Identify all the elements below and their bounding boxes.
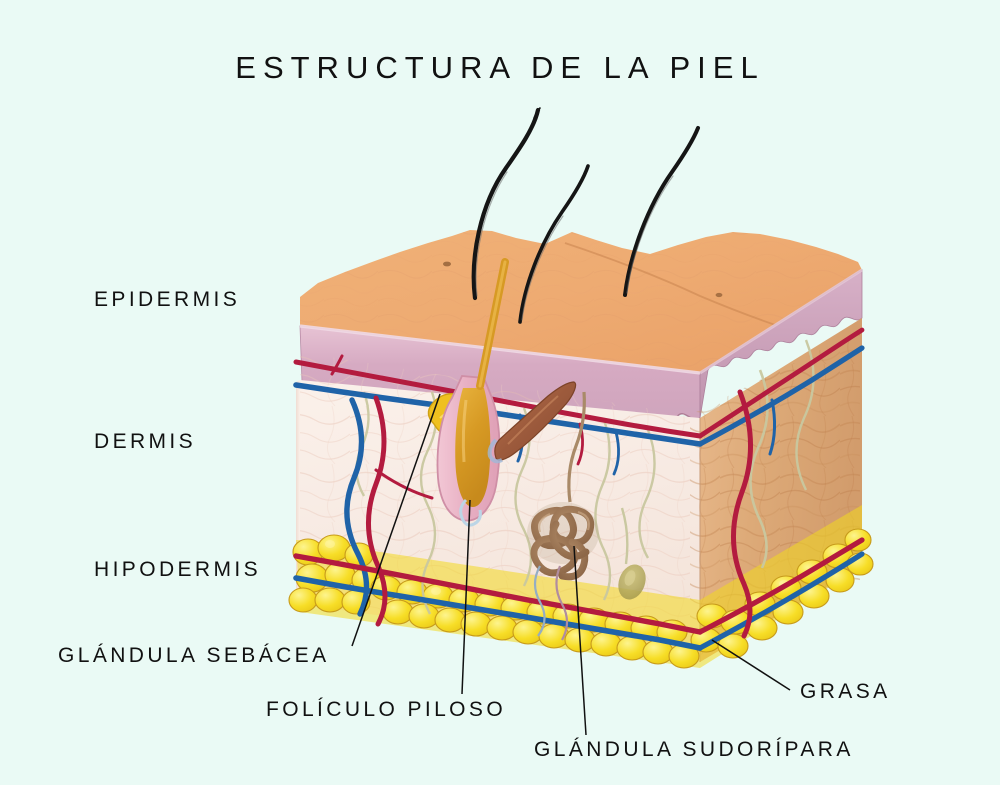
dermal-papilla: [459, 498, 482, 527]
dermis-layer-group: [296, 318, 862, 662]
hair-shaft-2: [518, 164, 590, 324]
leader-glandula-sebacea: [351, 393, 441, 647]
vein-deep: [293, 575, 703, 651]
skin-top-surface: [300, 230, 862, 373]
leader-grasa: [711, 639, 791, 691]
vein-network: [293, 345, 865, 651]
sensory-corpuscle-group: [618, 507, 646, 600]
vein-subpapillary: [293, 382, 703, 447]
follicle-canal: [476, 258, 509, 390]
vein-descending: [344, 397, 370, 617]
epidermis-layer-group: [299, 268, 863, 439]
dermis-front-face: [300, 380, 700, 662]
artery-subpapillary: [293, 359, 703, 439]
nerve-fiber: [355, 391, 370, 497]
artery-deep: [293, 553, 703, 635]
nerve-fiber: [749, 369, 769, 569]
fat-highlights: [325, 540, 789, 615]
artery-network: [293, 327, 865, 639]
fat-globule-cluster-left: [288, 534, 381, 615]
hair-shafts-group: [471, 107, 700, 324]
sebaceous-gland: [427, 393, 481, 439]
layer-label-epidermis: EPIDERMIS: [94, 288, 241, 311]
dermis-right-face: [700, 318, 862, 662]
nerve-fiber: [514, 407, 533, 587]
sweat-gland-coil: [530, 505, 595, 581]
fat-globule-cluster-front: [370, 575, 700, 669]
nerve-fiber: [419, 391, 438, 615]
leader-lines-group: [351, 393, 791, 736]
leader-glandula-sudoripara: [573, 545, 587, 736]
nerve-fiber: [594, 419, 612, 601]
structure-label-glandula-sebacea: GLÁNDULA SEBÁCEA: [58, 644, 330, 667]
sweat-duct: [567, 391, 586, 503]
fat-globule-cluster-right: [690, 528, 874, 659]
hypodermis-fat-layer: [288, 505, 874, 669]
artery-descending: [366, 395, 388, 627]
epidermis-right-band: [699, 269, 863, 419]
hair-follicle-group: [436, 258, 509, 527]
leader-foliculo-piloso: [461, 499, 471, 695]
layer-label-dermis: DERMIS: [94, 430, 197, 453]
layer-label-hipodermis: HIPODERMIS: [94, 558, 262, 581]
structure-label-grasa: GRASA: [800, 680, 891, 703]
page-title: ESTRUCTURA DE LA PIEL: [235, 50, 765, 85]
artery-right-face: [731, 389, 754, 639]
hair-shaft-1-tip: [533, 107, 541, 119]
skin-freckle: [715, 292, 723, 298]
hair-bulb: [455, 388, 491, 508]
epidermis-front-band: [299, 325, 701, 438]
hair-shaft-1: [471, 107, 541, 301]
structure-label-foliculo-piloso: FOLÍCULO PILOSO: [266, 698, 507, 721]
structure-label-glandula-sudoripara: GLÁNDULA SUDORÍPARA: [534, 738, 854, 761]
sebaceous-gland-group: [427, 393, 481, 439]
skin-surface-group: [300, 230, 862, 373]
nerve-fibers-group: [355, 339, 815, 615]
nerve-fiber: [638, 429, 656, 559]
fat-base-mass: [296, 505, 862, 668]
nerve-fiber: [795, 339, 815, 491]
arrector-pili-muscle: [487, 381, 577, 464]
follicle-sheath: [436, 375, 501, 522]
hair-shaft-3: [623, 126, 700, 297]
sweat-gland-group: [527, 391, 599, 641]
dermis-left-face: [296, 380, 300, 604]
skin-crease: [564, 242, 791, 331]
skin-freckle: [443, 261, 451, 267]
